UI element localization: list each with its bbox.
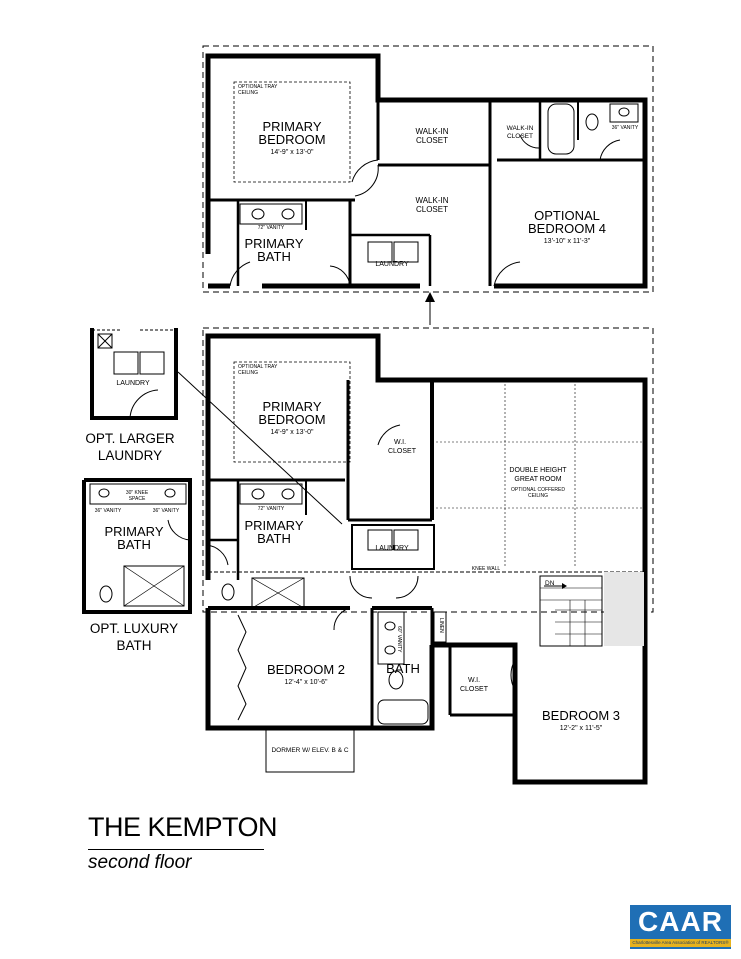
main-primary-bath-2: BATH <box>257 531 291 546</box>
main-vanity-72: 72" VANITY <box>258 506 285 512</box>
upper-optional-bedroom-2: BEDROOM 4 <box>528 221 606 236</box>
larger-laundry-plan <box>90 328 178 420</box>
plan-subtitle: second floor <box>88 852 192 873</box>
main-primary-bath-1: PRIMARY <box>245 518 304 533</box>
caar-logo: CAAR Charlottesville Area Association of… <box>630 905 731 949</box>
upper-optional-bedroom-dim: 13'-10" x 11'-3" <box>544 238 591 245</box>
main-laundry: LAUNDRY <box>375 545 409 552</box>
main-bedroom3: BEDROOM 3 <box>542 708 620 723</box>
upper-walkin-closet-1b: CLOSET <box>416 136 448 145</box>
luxury-knee-space-1: 30" KNEE <box>126 490 149 496</box>
luxury-vanity-left: 36" VANITY <box>95 508 122 514</box>
upper-optional-bedroom-1: OPTIONAL <box>534 208 600 223</box>
upper-walkin-closet-2a: WALK-IN <box>415 196 448 205</box>
upper-primary-bedroom-2: BEDROOM <box>258 132 325 147</box>
upper-vanity-72: 72" VANITY <box>258 225 285 231</box>
main-bedroom3-dim: 12'-2" x 11'-5" <box>560 725 603 732</box>
main-bedroom2: BEDROOM 2 <box>267 662 345 677</box>
luxury-primary-bath-2: BATH <box>117 537 151 552</box>
main-plan <box>177 327 654 785</box>
upper-primary-bedroom-1: PRIMARY <box>263 119 322 134</box>
main-vanity-60: 60" VANITY <box>396 626 402 653</box>
main-great-room-2: GREAT ROOM <box>514 476 561 483</box>
upper-option-labels: OPTIONAL TRAY CEILING PRIMARY BEDROOM 14… <box>238 84 639 268</box>
main-coffered-2: CEILING <box>528 493 548 499</box>
main-dormer: DORMER W/ ELEV. B & C <box>271 747 348 754</box>
main-tray-ceiling-2: CEILING <box>238 370 258 376</box>
larger-laundry-label-1: OPT. LARGER <box>85 431 175 446</box>
upper-option-plan <box>202 45 654 325</box>
luxury-vanity-right: 36" VANITY <box>153 508 180 514</box>
main-bath: BATH <box>386 661 420 676</box>
main-primary-bedroom-2: BEDROOM <box>258 412 325 427</box>
upper-walkin-closet-3b: CLOSET <box>507 133 533 140</box>
main-primary-bedroom-1: PRIMARY <box>263 399 322 414</box>
upper-tray-ceiling-1: OPTIONAL TRAY <box>238 84 278 90</box>
upper-tray-ceiling-2: CEILING <box>238 90 258 96</box>
luxury-bath-plan <box>82 478 192 614</box>
main-bedroom2-dim: 12'-4" x 10'-6" <box>284 679 328 686</box>
larger-laundry-label-2: LAUNDRY <box>98 448 162 463</box>
upper-walkin-closet-3a: WALK-IN <box>507 125 534 132</box>
luxury-primary-bath-1: PRIMARY <box>105 524 164 539</box>
upper-primary-bedroom-dim: 14'-9" x 13'-0" <box>270 149 314 156</box>
main-wi-closet2-2: CLOSET <box>460 686 489 693</box>
main-great-room-1: DOUBLE HEIGHT <box>509 467 567 474</box>
main-tray-ceiling-1: OPTIONAL TRAY <box>238 364 278 370</box>
main-plan-labels: OPTIONAL TRAY CEILING PRIMARY BEDROOM 14… <box>238 364 620 754</box>
upper-laundry: LAUNDRY <box>375 261 409 268</box>
main-wi-closet-2: CLOSET <box>388 448 417 455</box>
title-divider <box>88 849 264 850</box>
larger-laundry-room: LAUNDRY <box>116 380 150 387</box>
plan-title: THE KEMPTON <box>88 812 278 842</box>
main-knee-wall: KNEE WALL <box>472 566 501 572</box>
main-linen: LINEN <box>438 618 444 633</box>
luxury-knee-space-2: SPACE <box>129 496 146 502</box>
upper-walkin-closet-1a: WALK-IN <box>415 127 448 136</box>
upper-walkin-closet-2b: CLOSET <box>416 205 448 214</box>
main-primary-bedroom-dim: 14'-9" x 13'-0" <box>270 429 314 436</box>
luxury-bath-label-1: OPT. LUXURY <box>90 621 178 636</box>
main-wi-closet2-1: W.I. <box>468 677 480 684</box>
upper-vanity-36: 36" VANITY <box>612 125 639 131</box>
caar-logo-text: CAAR <box>638 906 723 937</box>
upper-primary-bath-2: BATH <box>257 249 291 264</box>
main-coffered-1: OPTIONAL COFFERED <box>511 487 565 493</box>
caar-logo-tagline: Charlottesville Area Association of REAL… <box>630 939 731 947</box>
main-wi-closet-1: W.I. <box>394 439 406 446</box>
upper-primary-bath-1: PRIMARY <box>245 236 304 251</box>
luxury-bath-label-2: BATH <box>116 638 151 653</box>
main-stairs-dn: DN <box>545 580 555 587</box>
